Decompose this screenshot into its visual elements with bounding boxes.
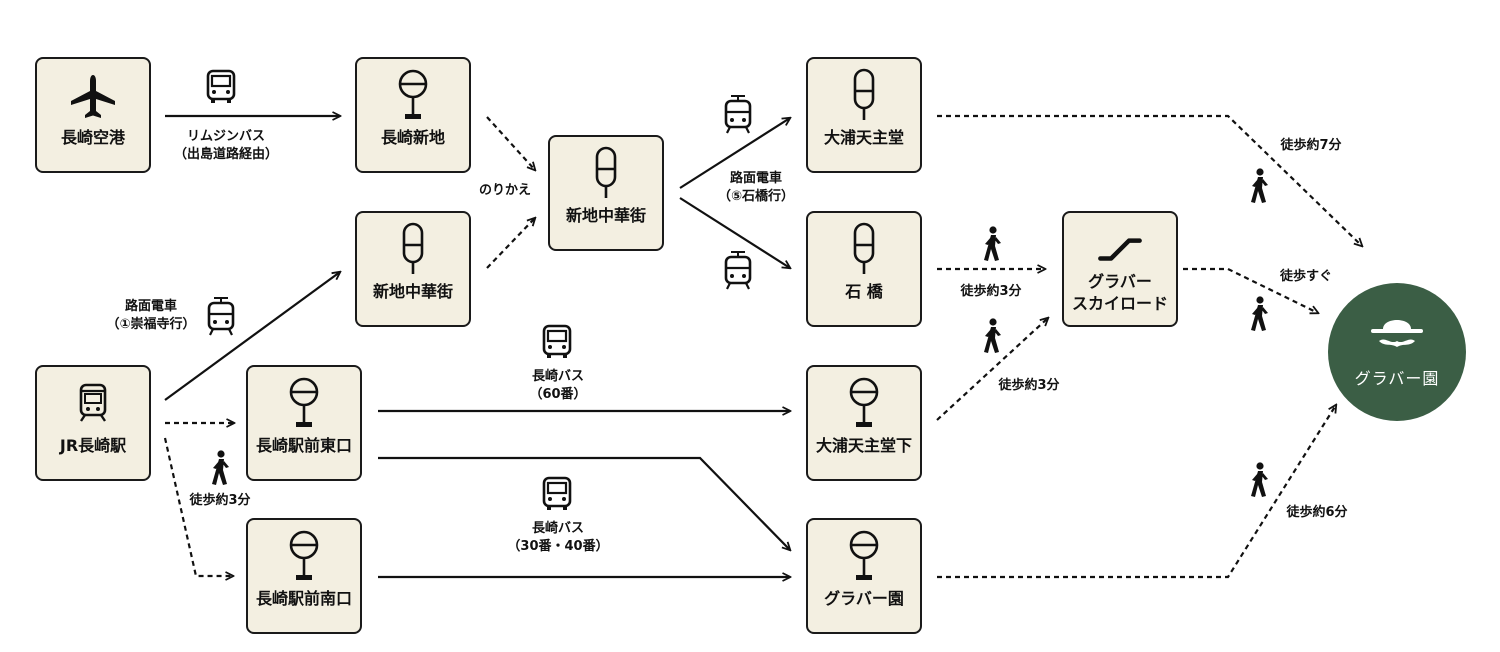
walker-icon bbox=[1244, 296, 1272, 332]
node-ekimae-minami: 長崎駅前南口 bbox=[246, 518, 362, 634]
edge-label-line: 路面電車 bbox=[124, 299, 177, 314]
node-ekimae-higashi: 長崎駅前東口 bbox=[246, 365, 362, 481]
edge-label-limousine: リムジンバス （出島道路経由） bbox=[164, 128, 288, 164]
edge-oura-shita-to-skyroad bbox=[936, 318, 1048, 421]
walker-icon bbox=[1244, 168, 1272, 204]
edge-label-line: （出島道路経由） bbox=[173, 147, 278, 162]
node-glover-skyroad: グラバー スカイロード bbox=[1062, 211, 1178, 327]
tram-stop-icon bbox=[576, 145, 636, 201]
node-label: 長崎駅前南口 bbox=[255, 589, 352, 608]
node-label: 新地中華街 bbox=[565, 206, 646, 225]
tram-stop-icon bbox=[834, 67, 894, 123]
train-icon bbox=[63, 375, 123, 431]
edge-skyroad-to-glover bbox=[1183, 267, 1318, 313]
bus-stop-icon bbox=[834, 375, 894, 431]
edge-label-bus60: 長崎バス （60番） bbox=[508, 368, 608, 404]
edge-jr-to-chukagai-bus bbox=[164, 272, 340, 401]
edge-jr-to-minami bbox=[163, 437, 233, 576]
edge-chukagai-to-oura bbox=[679, 118, 790, 189]
bus-icon bbox=[205, 69, 237, 105]
node-label: 大浦天主堂下 bbox=[815, 436, 912, 455]
edge-label-line: （①崇福寺行） bbox=[106, 317, 196, 332]
destination-label: グラバー園 bbox=[1354, 369, 1440, 388]
node-jr-nagasaki: JR長崎駅 bbox=[35, 365, 151, 481]
edge-label-walk-ishibashi: 徒歩約3分 bbox=[960, 284, 1022, 299]
hat-mustache-logo-icon bbox=[1365, 309, 1429, 355]
bus-stop-icon bbox=[834, 528, 894, 584]
edge-label-line: （60番） bbox=[529, 387, 587, 402]
destination-glover-garden: グラバー園 bbox=[1328, 283, 1466, 421]
node-label: グラバー園 bbox=[824, 589, 904, 608]
node-label: 長崎新地 bbox=[380, 128, 445, 147]
edge-label-tram5: 路面電車 （⑤石橋行） bbox=[706, 170, 806, 206]
edge-label-walk-6: 徒歩約6分 bbox=[1286, 505, 1348, 520]
airplane-icon bbox=[63, 67, 123, 123]
walker-icon bbox=[205, 450, 233, 486]
edge-label-bus3040: 長崎バス （30番・40番） bbox=[496, 520, 620, 556]
walker-icon bbox=[977, 318, 1005, 354]
tram-stop-icon bbox=[834, 221, 894, 277]
node-ishibashi: 石 橋 bbox=[806, 211, 922, 327]
edge-label-line: （⑤石橋行） bbox=[717, 189, 794, 204]
edge-chukagai-to-ishibashi bbox=[679, 197, 790, 268]
edge-label-line: （30番・40番） bbox=[507, 539, 609, 554]
node-label-line1: グラバー bbox=[1088, 272, 1152, 291]
edge-label-walk-sugu: 徒歩すぐ bbox=[1279, 269, 1332, 284]
edge-label-line: 路面電車 bbox=[729, 171, 782, 186]
tram-stop-icon bbox=[383, 221, 443, 277]
tram-icon bbox=[722, 94, 754, 134]
edge-label-line: 長崎バス bbox=[531, 369, 584, 384]
node-label: 長崎駅前東口 bbox=[255, 436, 352, 455]
edge-label-norikae: のりかえ bbox=[478, 183, 531, 198]
node-label: JR長崎駅 bbox=[59, 436, 127, 455]
tram-icon bbox=[205, 296, 237, 336]
node-label-line2: スカイロード bbox=[1071, 294, 1168, 313]
node-label: 新地中華街 bbox=[372, 282, 453, 301]
edge-label-walk-7: 徒歩約7分 bbox=[1280, 138, 1342, 153]
edge-label-walk-oura-shita: 徒歩約3分 bbox=[998, 378, 1060, 393]
node-shinchi-chukagai-tram: 新地中華街 bbox=[548, 135, 664, 251]
bus-icon bbox=[541, 324, 573, 360]
edge-shinchi-to-chukagai-tram bbox=[486, 116, 535, 170]
edge-chukagai-bus-to-chukagai-tram bbox=[486, 218, 535, 269]
node-label: 石 橋 bbox=[845, 282, 883, 301]
walker-icon bbox=[977, 226, 1005, 262]
edge-label-tram1: 路面電車 （①崇福寺行） bbox=[96, 298, 206, 334]
bus-stop-icon bbox=[274, 528, 334, 584]
node-nagasaki-shinchi: 長崎新地 bbox=[355, 57, 471, 173]
node-label: 長崎空港 bbox=[60, 128, 125, 147]
node-nagasaki-airport: 長崎空港 bbox=[35, 57, 151, 173]
node-shinchi-chukagai-bus: 新地中華街 bbox=[355, 211, 471, 327]
node-label: 大浦天主堂 bbox=[823, 128, 904, 147]
edge-label-walk-jr: 徒歩約3分 bbox=[189, 493, 251, 508]
edge-higashi-to-glover-stop bbox=[378, 456, 790, 550]
node-glover-en-stop: グラバー園 bbox=[806, 518, 922, 634]
node-oura-tenshudo: 大浦天主堂 bbox=[806, 57, 922, 173]
bus-stop-icon bbox=[383, 67, 443, 123]
tram-icon bbox=[722, 250, 754, 290]
edge-label-line: リムジンバス bbox=[186, 129, 265, 144]
edge-oura-to-glover bbox=[937, 114, 1362, 246]
escalator-icon bbox=[1090, 221, 1150, 271]
walker-icon bbox=[1244, 462, 1272, 498]
bus-icon bbox=[541, 476, 573, 512]
edge-label-line: 長崎バス bbox=[531, 521, 584, 536]
node-oura-tenshudo-shita: 大浦天主堂下 bbox=[806, 365, 922, 481]
bus-stop-icon bbox=[274, 375, 334, 431]
edge-glover-stop-to-glover bbox=[937, 405, 1336, 579]
